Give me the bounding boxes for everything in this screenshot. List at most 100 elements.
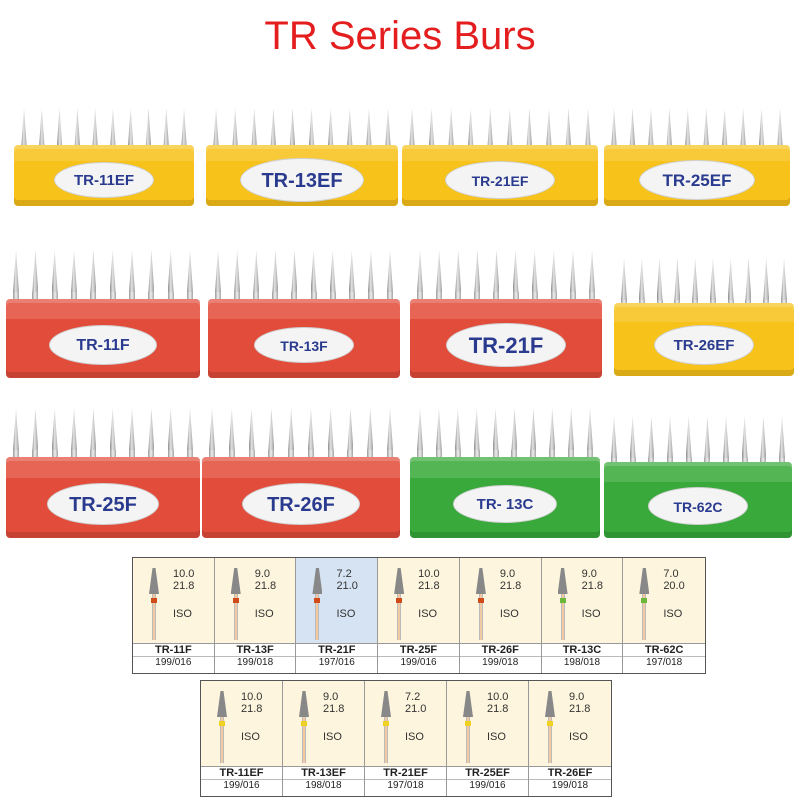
bur-code: TR-11F bbox=[133, 643, 214, 656]
holder-top-slab bbox=[410, 298, 602, 320]
iso-code: 199/016 bbox=[378, 656, 459, 669]
bur-tip bbox=[721, 108, 728, 150]
bur-tip bbox=[685, 416, 692, 458]
bur-holder-block: TR-13F bbox=[208, 298, 400, 378]
bur-length: 10.0 bbox=[173, 568, 195, 580]
bur-diagram-tip bbox=[230, 568, 241, 594]
bur-diagram-shank bbox=[152, 594, 156, 640]
bur-tip bbox=[272, 250, 279, 292]
bur-tip bbox=[71, 408, 77, 450]
bur-tip bbox=[455, 250, 462, 292]
bur-holder-block: TR-26F bbox=[202, 457, 400, 538]
bur-holder-block: TR-21F bbox=[410, 298, 602, 378]
pack-label: TR-21EF bbox=[445, 161, 555, 200]
bur-diagram-ring bbox=[547, 721, 553, 726]
bur-holder-block: TR-13EF bbox=[206, 145, 398, 206]
bur-total-length: 20.0 bbox=[663, 580, 685, 592]
bur-tip bbox=[474, 250, 481, 292]
bur-total-length: 21.0 bbox=[405, 703, 427, 715]
bur-diagram-ring bbox=[151, 598, 157, 603]
bur-tip bbox=[127, 108, 134, 150]
iso-label: ISO bbox=[487, 731, 506, 743]
bur-tip bbox=[187, 408, 193, 450]
bur-diagram-tip bbox=[639, 568, 650, 594]
bur-tip bbox=[704, 416, 711, 458]
bur-tip bbox=[565, 108, 572, 150]
bur-diagram-shank bbox=[315, 594, 320, 640]
iso-label: ISO bbox=[569, 731, 588, 743]
bur-diagram-shank bbox=[397, 594, 402, 640]
iso-code: 199/018 bbox=[214, 656, 296, 669]
iso-code: 197/016 bbox=[296, 656, 378, 669]
bur-length: 10.0 bbox=[487, 691, 509, 703]
bur-diagram-shank bbox=[548, 717, 552, 763]
iso-label: ISO bbox=[241, 731, 260, 743]
bur-diagram-ring bbox=[301, 721, 307, 726]
iso-code: 199/016 bbox=[447, 779, 528, 792]
bur-tip bbox=[589, 250, 595, 292]
bur-tip bbox=[692, 258, 699, 300]
bur-tip bbox=[435, 408, 442, 450]
bur-tip bbox=[385, 108, 391, 150]
iso-label: ISO bbox=[323, 731, 342, 743]
bur-tip bbox=[611, 416, 617, 458]
bur-tip bbox=[129, 408, 135, 450]
bur-tip bbox=[209, 408, 215, 450]
bur-diagram-ring bbox=[219, 721, 225, 726]
bur-tip bbox=[621, 258, 627, 300]
iso-label: ISO bbox=[499, 608, 519, 620]
bur-tip bbox=[530, 408, 537, 450]
bur-code: TR-11EF bbox=[201, 766, 282, 779]
bur-diagram-tip bbox=[557, 568, 568, 594]
bur-diagram-shank bbox=[384, 717, 388, 763]
bur-code: TR-21EF bbox=[365, 766, 446, 779]
bur-tip bbox=[666, 108, 673, 150]
iso-code: 197/018 bbox=[365, 779, 446, 792]
bur-tip bbox=[307, 408, 314, 450]
bur-pack: TR-62C bbox=[604, 416, 792, 538]
iso-label: ISO bbox=[581, 608, 601, 620]
bur-tip bbox=[549, 408, 556, 450]
bur-tip bbox=[740, 108, 747, 150]
bur-tip bbox=[13, 408, 19, 450]
bur-tip bbox=[760, 416, 767, 458]
bur-diagram-tip bbox=[545, 691, 555, 717]
bur-total-length: 21.8 bbox=[241, 703, 263, 715]
bur-tip bbox=[167, 250, 174, 292]
bur-tip bbox=[674, 258, 681, 300]
bur-diagram-shank bbox=[220, 717, 224, 763]
bur-tip bbox=[492, 408, 499, 450]
bur-pack: TR-21EF bbox=[402, 108, 598, 206]
bur-tip bbox=[109, 108, 116, 150]
iso-label: ISO bbox=[418, 608, 438, 620]
bur-holder-block: TR-11F bbox=[6, 298, 200, 378]
bur-pack: TR- 13C bbox=[410, 408, 600, 538]
bur-diagram-tip bbox=[394, 568, 405, 594]
bur-length: 7.2 bbox=[336, 568, 352, 580]
bur-tip bbox=[409, 108, 415, 150]
bur-tip bbox=[270, 108, 277, 150]
bur-tip bbox=[703, 108, 710, 150]
bur-tip bbox=[365, 108, 372, 150]
bur-diagram-tip bbox=[217, 691, 227, 717]
bur-pack: TR-11EF bbox=[14, 108, 194, 206]
bur-total-length: 21.0 bbox=[336, 580, 358, 592]
bur-tip bbox=[187, 250, 193, 292]
bur-diagram-ring bbox=[396, 598, 403, 603]
bur-tip bbox=[550, 250, 557, 292]
bur-tip bbox=[526, 108, 533, 150]
bur-tip bbox=[51, 408, 58, 450]
bur-total-length: 21.8 bbox=[254, 580, 277, 592]
holder-top-slab bbox=[202, 457, 400, 479]
bur-tip bbox=[288, 408, 295, 450]
bur-diagram-tip bbox=[149, 568, 159, 594]
iso-code: 199/016 bbox=[133, 656, 214, 669]
